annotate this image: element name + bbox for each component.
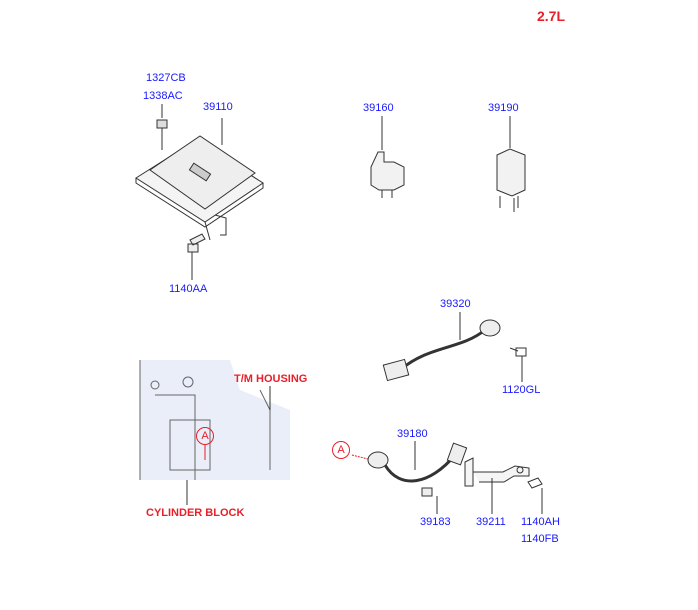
- reference-a-marker-sensor: A: [332, 441, 350, 459]
- part-label-39180[interactable]: 39180: [397, 428, 428, 440]
- ecu-module-39110[interactable]: [135, 104, 264, 280]
- reference-a-marker-inset: A: [196, 427, 214, 445]
- part-label-1140ah[interactable]: 1140AH: [521, 516, 560, 528]
- sensor-39320[interactable]: [382, 312, 527, 382]
- part-label-39190[interactable]: 39190: [488, 102, 519, 114]
- part-label-39160[interactable]: 39160: [363, 102, 394, 114]
- part-label-39110[interactable]: 39110: [203, 101, 233, 113]
- tm-housing-callout: T/M HOUSING: [234, 373, 308, 385]
- engine-variant-label: 2.7L: [537, 8, 566, 24]
- bracket-39211[interactable]: [464, 457, 543, 514]
- part-label-1327cb[interactable]: 1327CB: [146, 72, 186, 84]
- part-label-39183[interactable]: 39183: [420, 516, 451, 528]
- part-label-39320[interactable]: 39320: [440, 298, 471, 310]
- cylinder-block-callout: CYLINDER BLOCK: [146, 507, 245, 519]
- relay-39160[interactable]: [370, 116, 405, 198]
- part-label-1140fb[interactable]: 1140FB: [521, 533, 559, 545]
- part-label-1338ac[interactable]: 1338AC: [143, 90, 183, 102]
- cylinder-block-inset: [139, 360, 290, 505]
- part-label-1140aa[interactable]: 1140AA: [169, 283, 208, 295]
- sensor-39180[interactable]: [351, 441, 468, 514]
- part-label-1120gl[interactable]: 1120GL: [502, 384, 541, 396]
- relay-39190[interactable]: [496, 116, 526, 212]
- part-label-39211[interactable]: 39211: [476, 516, 506, 528]
